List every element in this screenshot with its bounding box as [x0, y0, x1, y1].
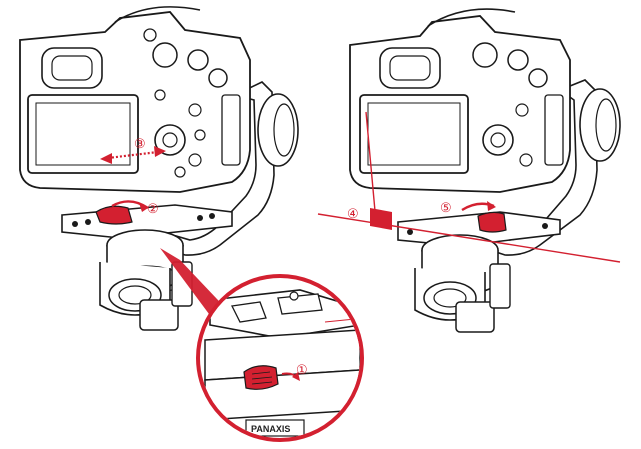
svg-text:④: ④: [347, 206, 359, 221]
lock-knob-red: [243, 365, 279, 390]
lock-lever-red-right: [477, 211, 507, 233]
vertical-reference-line: [365, 111, 377, 223]
step-2-label: ②: [147, 201, 159, 216]
clamp-motor-left: [99, 229, 193, 331]
clamp-motor-right: [414, 234, 511, 333]
step-3-label: ③: [134, 136, 146, 151]
camera-body-right: [349, 8, 571, 193]
svg-text:③: ③: [134, 136, 146, 151]
right-illustration: ④ ⑤: [317, 8, 621, 333]
svg-text:⑤: ⑤: [440, 200, 452, 215]
camera-body-left: [19, 6, 251, 193]
brand-plate: [245, 419, 305, 437]
svg-text:②: ②: [147, 201, 159, 216]
curved-arrow-icon: [111, 200, 149, 210]
alignment-line: [317, 213, 621, 263]
double-arrow-icon: [107, 150, 159, 160]
alignment-marker: [370, 208, 392, 230]
svg-text:①: ①: [296, 362, 308, 377]
step-5-label: ⑤: [440, 200, 452, 215]
lock-lever-red-left: [95, 205, 133, 225]
brand-label: PANAXIS: [251, 424, 290, 434]
zoom-detail-circle: PANAXIS ①: [196, 274, 364, 442]
step-1-label: ①: [296, 362, 308, 377]
step-4-label: ④: [347, 206, 359, 221]
mode-dial: [152, 42, 178, 68]
